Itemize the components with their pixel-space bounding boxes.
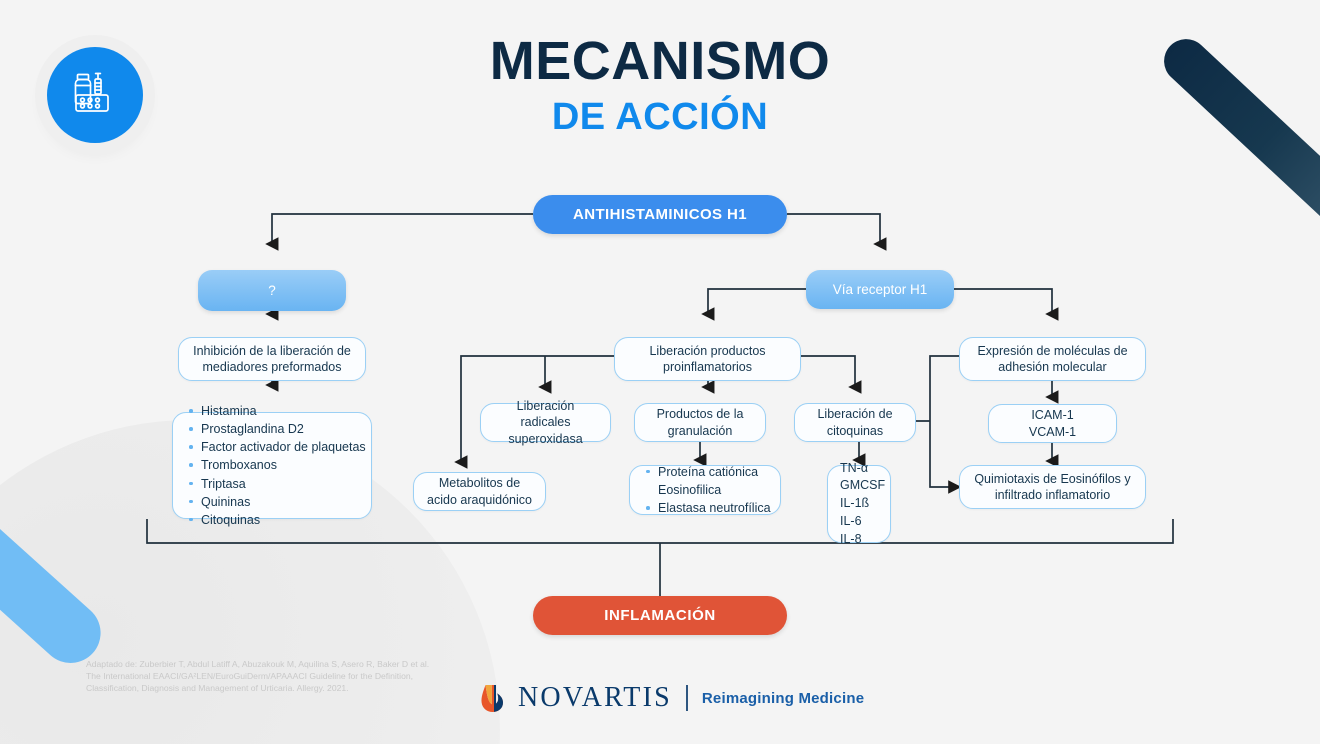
node-label: Quimiotaxis de Eosinófilos y infiltrado … bbox=[974, 471, 1131, 503]
list-item: IL-8 bbox=[840, 531, 862, 546]
node-label: ANTIHISTAMINICOS H1 bbox=[573, 206, 747, 223]
novartis-wordmark: NOVARTIS bbox=[518, 682, 672, 713]
node-liberacion-citoquinas[interactable]: Liberación de citoquinas bbox=[794, 403, 916, 442]
node-inflamacion[interactable]: INFLAMACIÓN bbox=[533, 596, 787, 635]
page-title: MECANISMO DE ACCIÓN bbox=[0, 34, 1320, 136]
title-main: MECANISMO bbox=[489, 31, 831, 91]
list-item: Tromboxanos bbox=[189, 456, 371, 474]
citation-text: Adaptado de: Zuberbier T, Abdul Latiff A… bbox=[86, 659, 430, 694]
cam-item: ICAM-1 bbox=[1031, 408, 1074, 422]
list-item: Triptasa bbox=[189, 475, 371, 493]
node-unknown-mechanism[interactable]: ? bbox=[198, 270, 346, 311]
medicine-vial-syringe-pills-icon bbox=[74, 72, 109, 112]
node-label: Liberación productos proinflamatorios bbox=[649, 343, 766, 375]
list-item: Elastasa neutrofílica bbox=[646, 499, 780, 517]
list-item: Prostaglandina D2 bbox=[189, 420, 371, 438]
node-metabolitos-acido-araquidonico[interactable]: Metabolitos de acido araquidónico bbox=[413, 472, 546, 511]
node-label: INFLAMACIÓN bbox=[604, 607, 716, 624]
list-item: GMCSF bbox=[840, 478, 886, 493]
node-label: Liberación radicales superoxidasa bbox=[508, 398, 583, 446]
mediator-list: Histamina Prostaglandina D2 Factor activ… bbox=[189, 402, 371, 529]
node-citoquinas-lista[interactable]: TN-α GMCSF IL-1ß IL-6 IL-8 bbox=[827, 461, 891, 546]
node-label: Metabolitos de acido araquidónico bbox=[427, 476, 532, 507]
granulation-list: Proteína catiónica Eosinofilica Elastasa… bbox=[646, 463, 780, 517]
brand-logo-badge bbox=[47, 47, 143, 143]
cytokine-list: TN-α GMCSF IL-1ß IL-6 IL-8 bbox=[840, 460, 890, 549]
node-inhibicion-liberacion[interactable]: Inhibición de la liberación de mediadore… bbox=[178, 337, 366, 381]
list-item: Citoquinas bbox=[189, 511, 371, 529]
node-label: Vía receptor H1 bbox=[832, 282, 928, 297]
cam-item: VCAM-1 bbox=[1028, 424, 1077, 439]
novartis-tagline: Reimagining Medicine bbox=[701, 689, 865, 707]
node-via-receptor-h1[interactable]: Vía receptor H1 bbox=[806, 270, 954, 309]
node-productos-granulacion[interactable]: Productos de la granulación bbox=[634, 403, 766, 442]
list-item: TN-α bbox=[840, 460, 869, 475]
list-item: Factor activador de plaquetas bbox=[189, 438, 371, 456]
node-liberacion-productos-proinflamatorios[interactable]: Liberación productos proinflamatorios bbox=[614, 337, 801, 381]
list-item: Quininas bbox=[189, 493, 371, 511]
logo-divider bbox=[685, 685, 688, 711]
list-item: Proteína catiónica Eosinofilica bbox=[646, 463, 780, 499]
node-label: Liberación de citoquinas bbox=[817, 407, 893, 438]
node-label: Productos de la granulación bbox=[656, 407, 744, 438]
node-label: Inhibición de la liberación de mediadore… bbox=[193, 343, 351, 375]
list-item: IL-6 bbox=[840, 513, 862, 528]
node-quimiotaxis-eosinofilos[interactable]: Quimiotaxis de Eosinófilos y infiltrado … bbox=[959, 465, 1146, 509]
node-mediadores-preformados[interactable]: Histamina Prostaglandina D2 Factor activ… bbox=[172, 404, 372, 527]
node-granulacion-productos-lista[interactable]: Proteína catiónica Eosinofilica Elastasa… bbox=[629, 465, 781, 515]
node-liberacion-radicales-superoxidasa[interactable]: Liberación radicales superoxidasa bbox=[480, 399, 611, 446]
node-antihistaminicos-h1[interactable]: ANTIHISTAMINICOS H1 bbox=[533, 195, 787, 234]
node-icam-vcam[interactable]: ICAM-1 VCAM-1 bbox=[988, 404, 1117, 443]
list-item: IL-1ß bbox=[840, 496, 870, 511]
node-label: ? bbox=[268, 283, 276, 298]
node-label: Expresión de moléculas de adhesión molec… bbox=[977, 343, 1128, 375]
novartis-logo: NOVARTIS Reimagining Medicine bbox=[478, 681, 864, 715]
title-sub: DE ACCIÓN bbox=[551, 96, 769, 138]
novartis-flame-icon bbox=[481, 685, 503, 712]
list-item: Histamina bbox=[189, 402, 371, 420]
node-expresion-moleculas-adhesion[interactable]: Expresión de moléculas de adhesión molec… bbox=[959, 337, 1146, 381]
